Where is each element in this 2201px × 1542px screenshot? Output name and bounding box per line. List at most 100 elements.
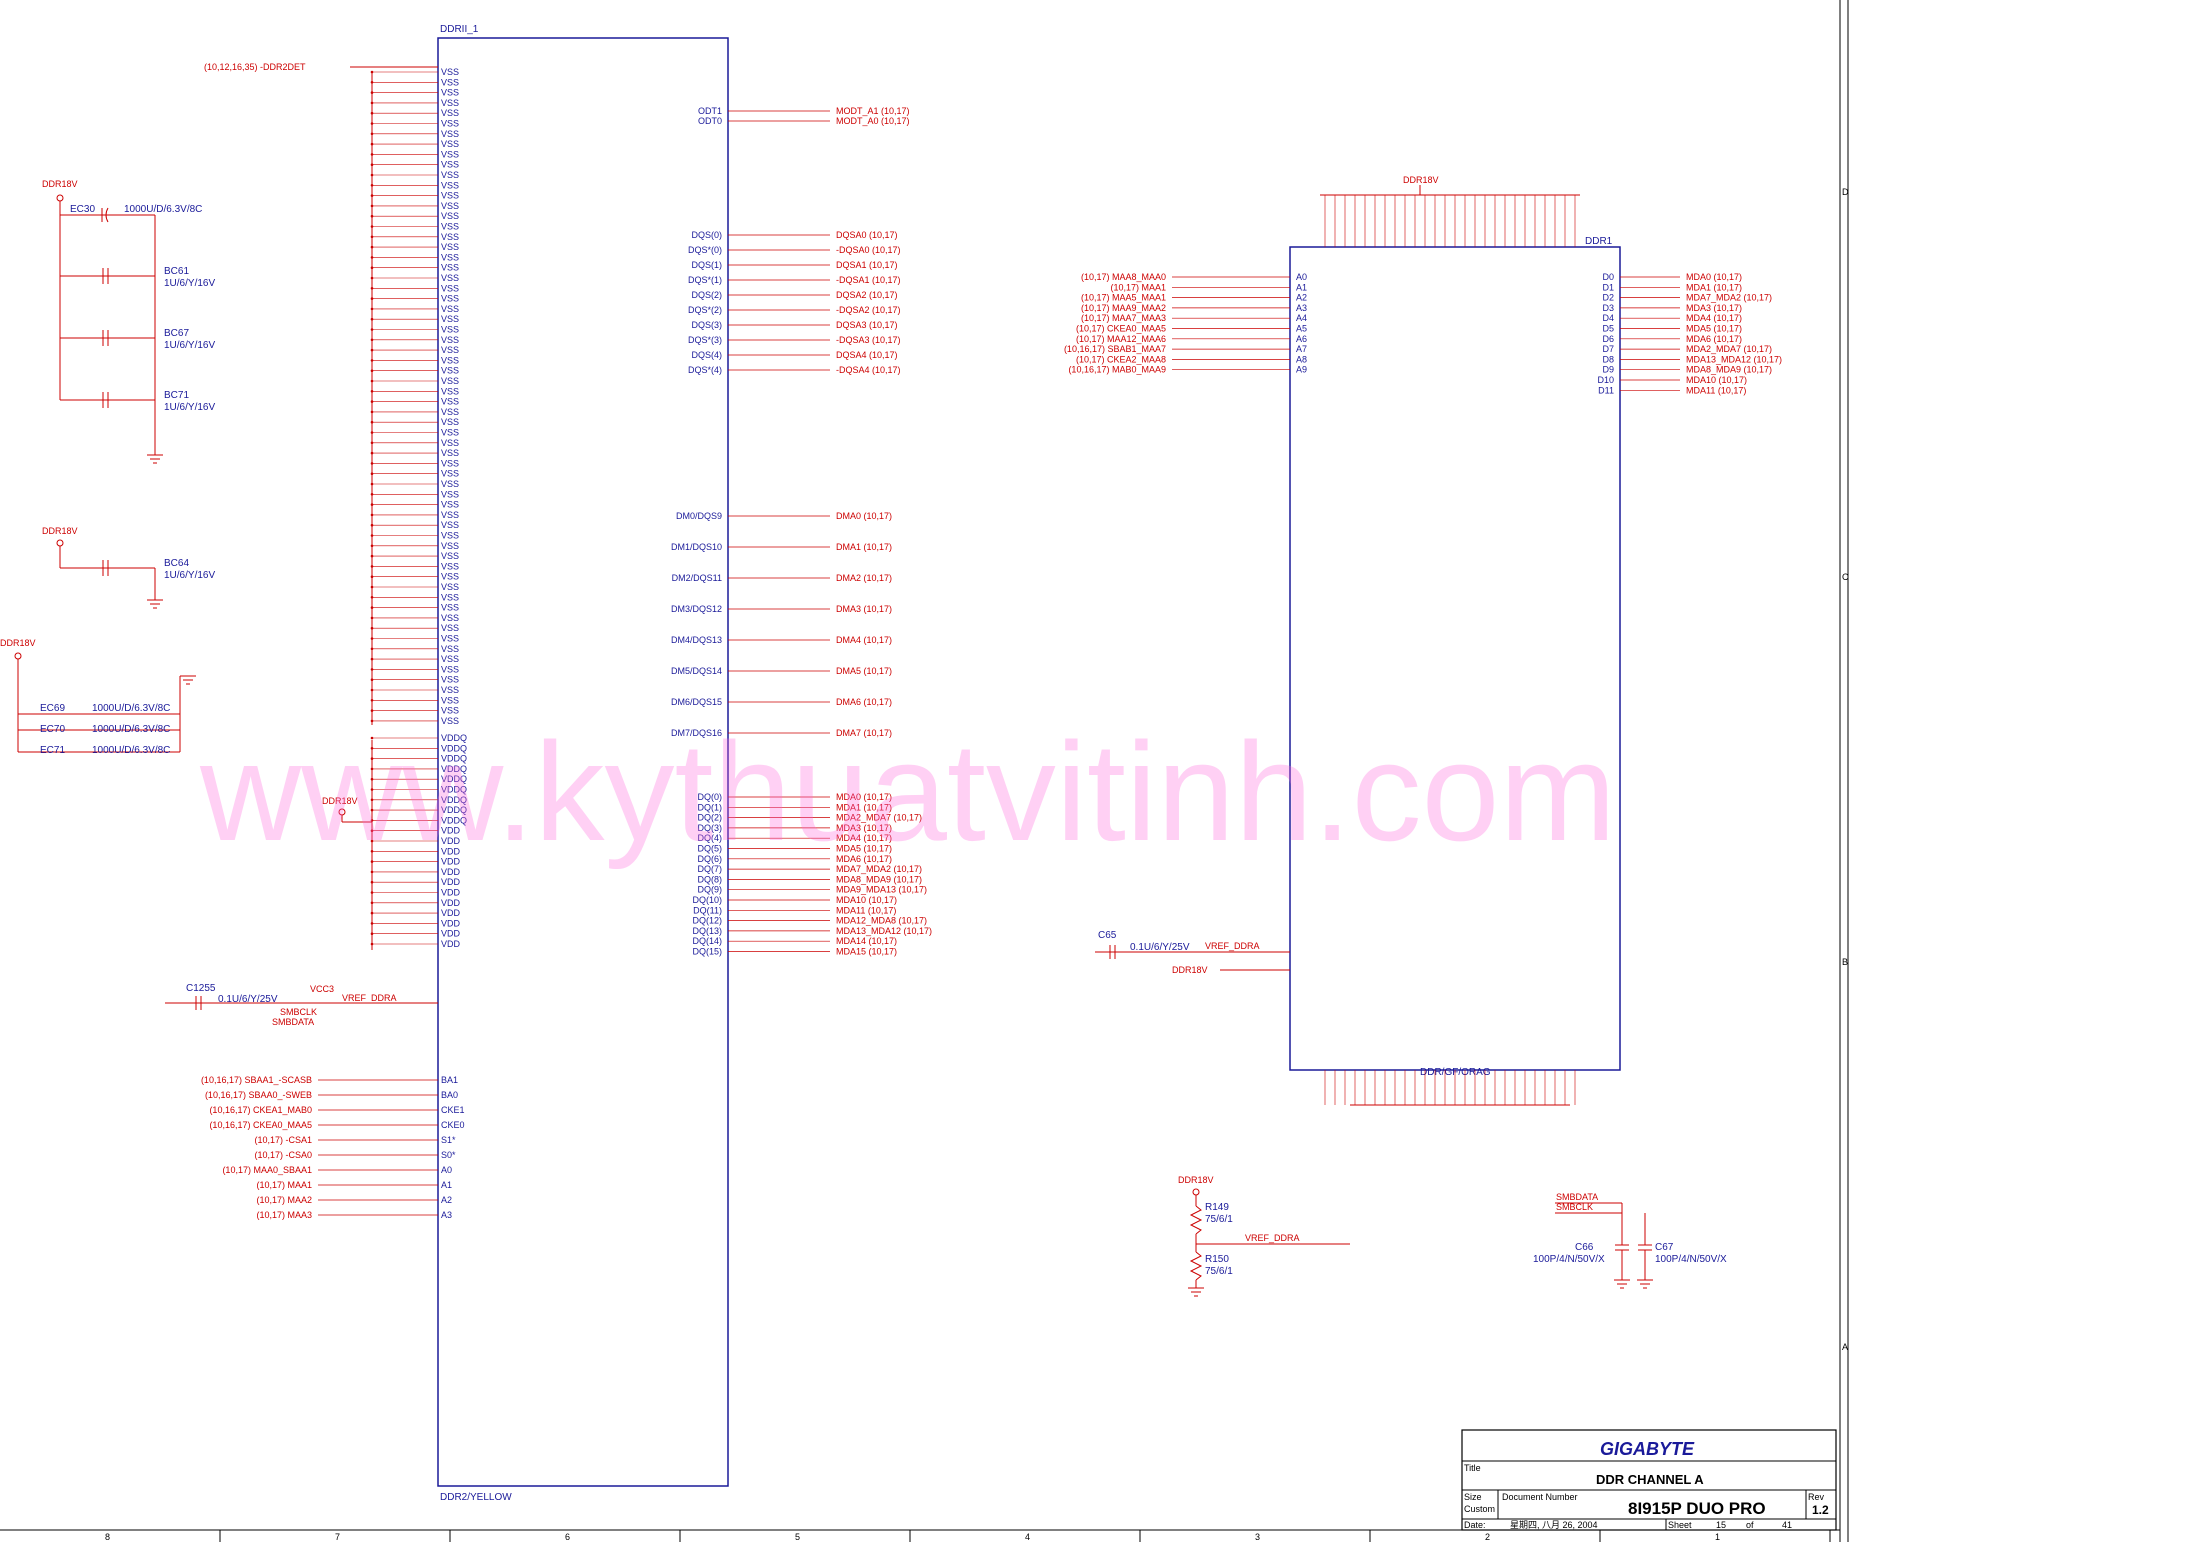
document-number: 8I915P DUO PRO [1628,1499,1766,1518]
vdd-pin-label: VDD [441,846,461,856]
right-ic-address-pin: A2 [1296,293,1307,303]
vss-pin-label: VSS [441,325,459,335]
vss-pin-label: VSS [441,67,459,77]
vss-pin-label: VSS [441,191,459,201]
bc64-ref: BC64 [164,558,189,569]
left-ic-pin-label: DQ(8) [698,874,723,884]
c1255-ref: C1255 [186,983,216,994]
company-logo: GIGABYTE [1600,1439,1695,1459]
zone-col-label: 1 [1715,1532,1720,1542]
c67-value: 100P/4/N/50V/X [1655,1254,1727,1265]
vss-pin-label: VSS [441,613,459,623]
vss-pin-label: VSS [441,561,459,571]
vdd-pin-label: VDD [441,836,461,846]
vdd-pin-label: VDDQ [441,815,467,825]
ec71-value: 1000U/D/6.3V/8C [92,745,170,756]
vdd-pin-label: VDDQ [441,805,467,815]
vss-pin-label: VSS [441,592,459,602]
right-ic-data-net: MDA5 (10,17) [1686,324,1742,334]
vdd-pin-label: VDDQ [441,754,467,764]
vss-pin-label: VSS [441,716,459,726]
zone-col-label: 6 [565,1532,570,1542]
vdd-pin-label: VDD [441,877,461,887]
vss-pin-label: VSS [441,252,459,262]
vss-pin-label: VSS [441,366,459,376]
vss-pin-label: VSS [441,139,459,149]
ec69-value: 1000U/D/6.3V/8C [92,703,170,714]
watermark: www.kythuatvitinh.com [199,713,1616,870]
vss-pin-label: VSS [441,551,459,561]
left-ic-net-label: MDA13_MDA12 (10,17) [836,926,932,936]
vss-pin-label: VSS [441,314,459,324]
left-ic-net-label: DQSA2 (10,17) [836,290,898,300]
vss-pin-label: VSS [441,376,459,386]
left-ic-net-label: MDA3 (10,17) [836,823,892,833]
right-ic-address-net: (10,17) MAA5_MAA1 [1081,293,1166,303]
zone-row-label: D [1842,187,1849,197]
left-ic-net-label: MDA11 (10,17) [836,905,896,915]
vss-pin-label: VSS [441,232,459,242]
vss-pin-label: VSS [441,170,459,180]
left-ic-input-pin: S0* [441,1150,456,1160]
sheet-label: Sheet [1668,1520,1692,1530]
vdd-pin-label: VDDQ [441,764,467,774]
right-ic-address-pin: A5 [1296,324,1307,334]
right-ic-data-net: MDA1 (10,17) [1686,282,1742,292]
left-ic-pin-label: DM0/DQS9 [676,511,722,521]
vss-pin-label: VSS [441,675,459,685]
left-ic-net-label: MDA14 (10,17) [836,936,897,946]
left-ic-input-net: (10,16,17) SBAA0_-SWEB [205,1090,312,1100]
left-ic-pin-label: DQ(11) [693,905,722,915]
right-ic-data-pin: D7 [1602,344,1614,354]
right-ic-data-pin: D5 [1602,324,1614,334]
c65-ref: C65 [1098,930,1117,941]
left-ic-net-label: DMA3 (10,17) [836,604,892,614]
vss-pin-label: VSS [441,222,459,232]
vdd-pin-label: VDDQ [441,774,467,784]
right-ic-ground-pins [1324,1070,1576,1105]
left-ic-pin-label: DQS(0) [691,230,722,240]
vss-pin-label: VSS [441,98,459,108]
right-ic-data-pin: D8 [1602,354,1614,364]
left-ic-input-net: (10,16,17) CKEA1_MAB0 [209,1105,312,1115]
date-label: Date: [1464,1520,1486,1530]
vdd-pin-label: VDDQ [441,785,467,795]
ddr18v-label-1: DDR18V [42,179,78,189]
left-ic-footer: DDR2/YELLOW [440,1492,512,1503]
right-ic-data-net: MDA2_MDA7 (10,17) [1686,344,1772,354]
left-ic-pin-label: DM2/DQS11 [672,573,722,583]
zone-row-label: C [1842,572,1849,582]
right-ic-address-net: (10,17) MAA7_MAA3 [1081,313,1166,323]
vss-pin-label: VSS [441,129,459,139]
right-ic-data-pin: D2 [1602,293,1614,303]
vss-pin-label: VSS [441,386,459,396]
right-ic-address-net: (10,17) CKEA2_MAA8 [1076,354,1166,364]
ec30-value: 1000U/D/6.3V/8C [124,204,202,215]
r150-value: 75/6/1 [1205,1266,1233,1277]
left-ic-net-label: MDA0 (10,17) [836,792,892,802]
right-ic-data-net: MDA8_MDA9 (10,17) [1686,365,1772,375]
sheet-title: DDR CHANNEL A [1596,1472,1704,1487]
right-ic-data-net: MDA0 (10,17) [1686,272,1742,282]
right-ic-data-net: MDA4 (10,17) [1686,313,1742,323]
left-ic-pin-label: DQS*(4) [688,365,722,375]
vss-pin-label: VSS [441,634,459,644]
bc71-value: 1U/6/Y/16V [164,402,215,413]
bc67-ref: BC67 [164,328,189,339]
ec71-ref: EC71 [40,745,65,756]
vdd-pin-label: VDD [441,929,461,939]
left-ic-pin-label: DQ(7) [698,864,723,874]
left-ic-input-pin: A3 [441,1210,452,1220]
ec30-ref: EC30 [70,204,95,215]
zone-col-label: 8 [105,1532,110,1542]
left-ic-net-label: MDA7_MDA2 (10,17) [836,864,922,874]
vss-pin-label: VSS [441,397,459,407]
of-label: of [1746,1520,1754,1530]
left-ic-net-label: DMA2 (10,17) [836,573,892,583]
vdd-pin-label: VDD [441,867,461,877]
vss-pin-label: VSS [441,160,459,170]
right-ic-address-pin: A6 [1296,334,1307,344]
vss-pin-label: VSS [441,572,459,582]
